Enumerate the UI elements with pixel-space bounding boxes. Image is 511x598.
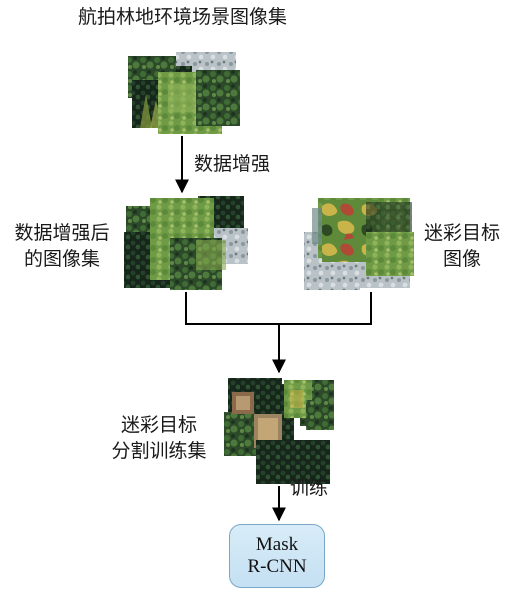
- dataset-title: 航拍林地环境场景图像集: [78, 6, 288, 28]
- training-image-stack: [224, 378, 334, 484]
- augmented-set-label: 数据增强后 的图像集: [10, 220, 114, 272]
- augment-step-label: 数据增强: [194, 153, 271, 175]
- augmented-image-stack: [124, 196, 248, 290]
- camo-images-line1: 迷彩目标: [423, 222, 500, 244]
- model-line2: R-CNN: [247, 556, 307, 577]
- camouflage-image-stack: [304, 198, 414, 290]
- mask-rcnn-box: Mask R-CNN: [229, 524, 325, 588]
- model-line1: Mask: [255, 534, 299, 555]
- augmented-set-line1: 数据增强后: [14, 222, 110, 244]
- augmented-set-line2: 的图像集: [23, 248, 100, 270]
- connectors: [175, 136, 372, 522]
- train-set-label: 迷彩目标 分割训练集: [104, 412, 214, 464]
- train-set-line1: 迷彩目标: [120, 414, 197, 436]
- train-step-label: 训练: [290, 477, 329, 499]
- camo-images-label: 迷彩目标 图像: [420, 220, 504, 272]
- camo-images-line2: 图像: [442, 248, 481, 270]
- aerial-image-stack: [128, 52, 240, 134]
- train-set-line2: 分割训练集: [111, 440, 207, 462]
